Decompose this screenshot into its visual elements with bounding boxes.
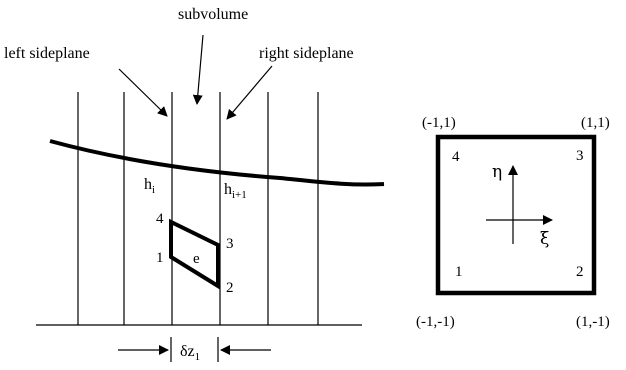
element-e — [169, 218, 220, 290]
subvolume-label: subvolume — [178, 6, 248, 23]
node-label: 4 — [156, 211, 164, 227]
reference-square — [435, 134, 597, 296]
corner-label-bottom-right: (1,-1) — [576, 314, 610, 330]
element-label: e — [193, 251, 200, 267]
right-sideplane-label: right sideplane — [259, 45, 354, 62]
right-sideplane-arrow — [226, 65, 273, 120]
node-label: 3 — [226, 236, 234, 252]
eta-label: η — [492, 162, 502, 182]
ref-node-label: 4 — [452, 149, 460, 165]
ref-node-label: 3 — [576, 148, 584, 164]
node-label: 1 — [156, 250, 164, 266]
corner-label-top-right: (1,1) — [581, 115, 610, 131]
left-sideplane-label: left sideplane — [4, 45, 90, 62]
delta-z-label: δz1 — [180, 343, 200, 363]
boundary-curve — [49, 139, 385, 187]
node-label: 2 — [226, 280, 234, 296]
ref-node-label: 2 — [576, 264, 584, 280]
vertical-grid-lines — [77, 92, 319, 325]
h-i-label: hi — [144, 176, 155, 196]
subvolume-arrow — [192, 34, 204, 105]
corner-label-top-left: (-1,1) — [422, 115, 456, 131]
ref-node-label: 1 — [455, 264, 463, 280]
left-sideplane-arrow — [118, 68, 168, 117]
h-i1-label: hi+1 — [224, 181, 247, 201]
xi-label: ξ — [540, 229, 549, 249]
corner-label-bottom-left: (-1,-1) — [416, 314, 455, 330]
